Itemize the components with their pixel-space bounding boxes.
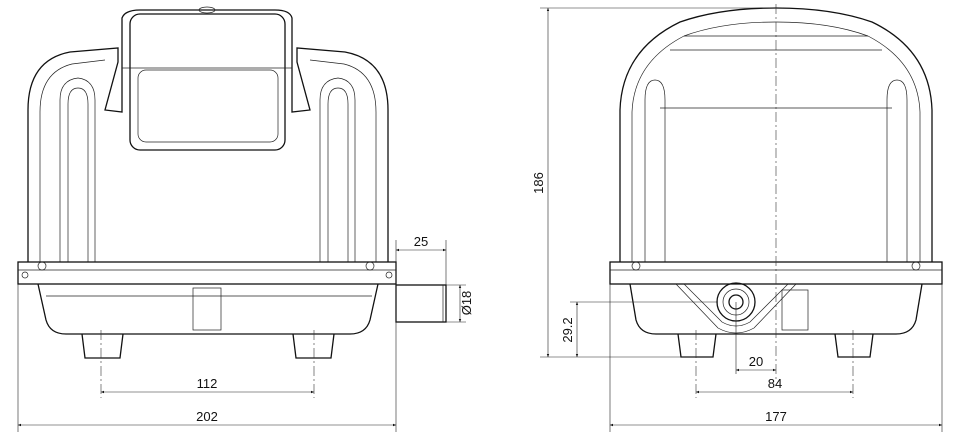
dim-overall-height: 186	[531, 172, 546, 194]
dim-outlet-length: 25	[414, 234, 428, 249]
foot-left	[81, 333, 124, 359]
top-handle	[129, 13, 286, 151]
dim-foot-spacing-front: 112	[197, 376, 218, 391]
side-view: 186 29.2 20 84 177	[531, 4, 943, 432]
dim-outlet-height: 29.2	[560, 317, 575, 342]
dim-overall-depth: 177	[765, 409, 787, 424]
foot-right	[292, 333, 335, 359]
foot-side-left	[677, 333, 717, 358]
foot-side-right	[834, 333, 874, 358]
base-flange	[17, 261, 397, 285]
dim-overall-width: 202	[196, 409, 218, 424]
dim-outlet-offset: 20	[749, 354, 763, 369]
dim-foot-spacing-side: 84	[768, 376, 782, 391]
dim-outlet-diameter: Ø18	[459, 291, 474, 316]
front-view: 25 Ø18 112 202	[17, 6, 474, 432]
air-outlet	[395, 284, 447, 323]
